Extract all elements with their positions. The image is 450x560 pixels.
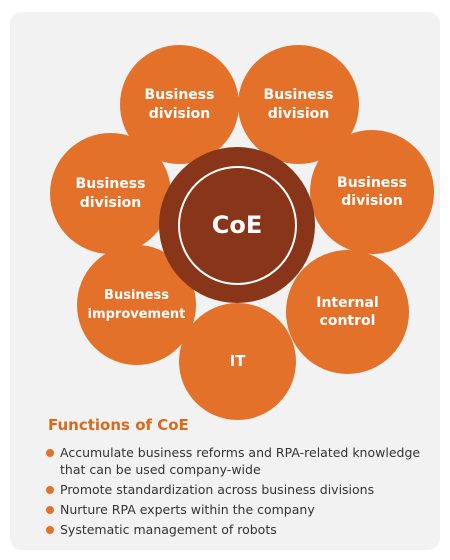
- list-item-text: Systematic management of robots: [60, 522, 277, 537]
- node-internal-control: Internal control: [286, 250, 409, 374]
- node-label-line1: Business: [144, 87, 215, 104]
- coe-inner-ring: CoE: [177, 165, 297, 285]
- node-label-line2: division: [267, 105, 330, 122]
- node-label-line1: Business: [104, 288, 169, 304]
- bullet-dot-icon: [46, 449, 54, 457]
- coe-label: CoE: [211, 211, 263, 239]
- list-item-text: Nurture RPA experts within the company: [60, 502, 315, 517]
- node-label-line1: Business: [75, 176, 146, 193]
- coe-center-circle: CoE: [159, 147, 315, 303]
- bullet-dot-icon: [46, 506, 54, 514]
- node-label-line2: division: [79, 194, 142, 211]
- node-label-line2: division: [148, 105, 211, 122]
- bullet-dot-icon: [46, 486, 54, 494]
- list-item-text: Accumulate business reforms and RPA-rela…: [60, 445, 421, 477]
- node-label-line1: IT: [229, 351, 246, 370]
- list-item-text: Promote standardization across business …: [60, 482, 375, 497]
- node-label-line1: Internal: [316, 294, 379, 311]
- list-item: Accumulate business reforms and RPA-rela…: [46, 444, 446, 478]
- node-business-division-3: Business division: [310, 130, 434, 254]
- bullet-dot-icon: [46, 526, 54, 534]
- node-label-line2: control: [319, 313, 376, 329]
- node-label-line1: Business: [263, 87, 334, 104]
- list-item: Systematic management of robots: [46, 521, 446, 538]
- node-label-line2: improvement: [87, 307, 186, 322]
- list-item: Promote standardization across business …: [46, 481, 446, 498]
- node-it: IT: [179, 303, 296, 420]
- node-label-line2: division: [341, 193, 403, 209]
- list-item: Nurture RPA experts within the company: [46, 501, 446, 518]
- functions-list: Accumulate business reforms and RPA-rela…: [46, 444, 446, 541]
- functions-title: Functions of CoE: [48, 416, 189, 434]
- node-label-line1: Business: [337, 174, 407, 191]
